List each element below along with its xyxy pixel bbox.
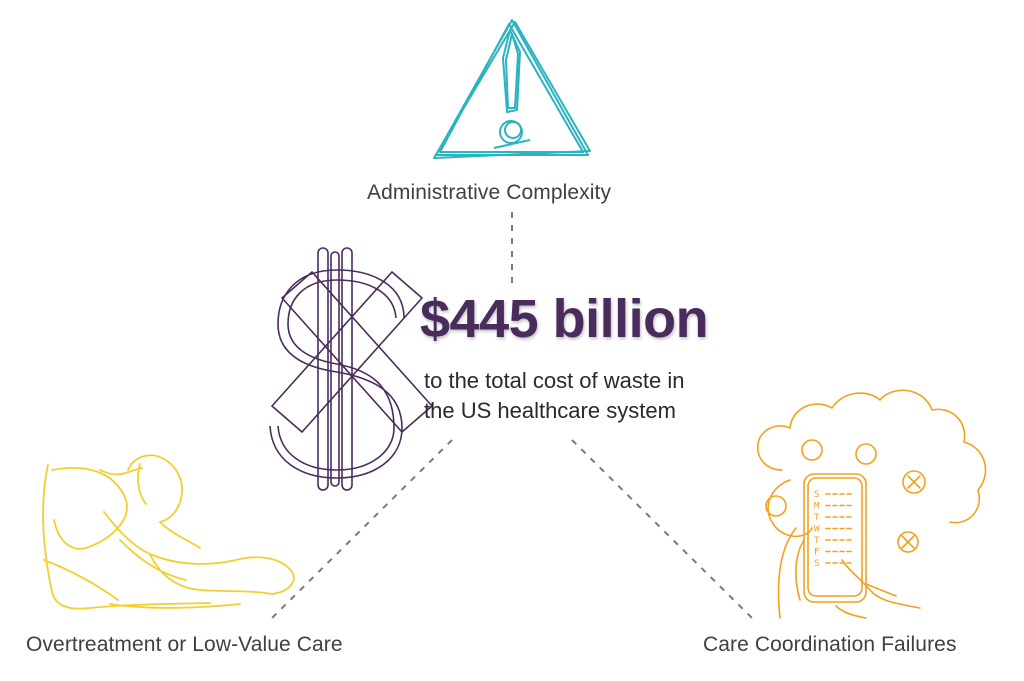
patient-in-bed-icon [42, 454, 295, 610]
weekday-label: M [814, 502, 820, 512]
category-administrative-complexity: Administrative Complexity [367, 181, 612, 204]
waste-subtitle-line-1: to the total cost of waste in [424, 368, 685, 393]
weekday-label: T [814, 536, 820, 546]
waste-amount-headline: $445 billion [420, 289, 709, 349]
warning-triangle-icon [433, 19, 591, 159]
weekday-label: S [814, 490, 819, 500]
connector-coordination [571, 439, 753, 619]
weekday-label: S [814, 559, 819, 569]
weekday-label: W [814, 525, 820, 535]
connector-overtreatment [271, 439, 453, 619]
category-overtreatment: Overtreatment or Low-Value Care [26, 633, 343, 656]
crossed-dollar-icon [269, 247, 434, 491]
connector-lines [271, 212, 753, 619]
weekday-label: T [814, 513, 820, 523]
category-care-coordination: Care Coordination Failures [703, 633, 957, 656]
weekday-label: F [814, 548, 819, 558]
waste-subtitle-line-2: the US healthcare system [424, 398, 676, 423]
